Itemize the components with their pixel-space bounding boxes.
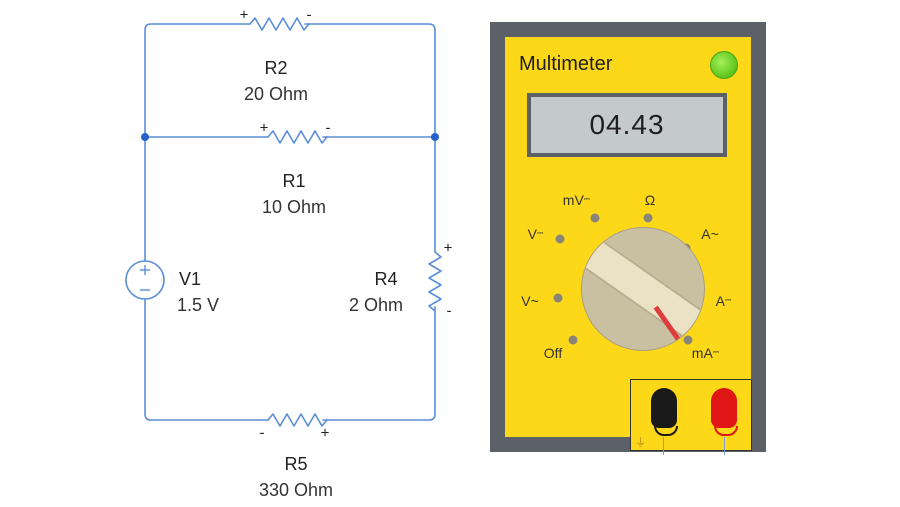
mode-label-mv[interactable]: mV⎓ [562,192,590,208]
r1-value[interactable]: 10 Ohm [261,197,327,217]
r4-plus-sign: + [443,239,453,257]
r4-minus-sign: - [446,302,452,320]
mode-label-ohm[interactable]: Ω [644,192,656,208]
v1-value[interactable]: 1.5 V [176,295,220,315]
mode-label-vdc[interactable]: V⎓ [527,226,544,242]
wire-top-right [304,23,436,138]
wire-left-lower [144,298,269,421]
multimeter-display: 04.43 [527,93,727,157]
wire-right-lower [322,306,436,421]
mode-label-off[interactable]: Off [543,345,563,361]
detent-mv [590,213,600,223]
junction-right [431,133,439,141]
r2-value[interactable]: 20 Ohm [243,84,309,104]
detent-off [568,335,578,345]
wire-top-left [144,23,251,138]
r5-name[interactable]: R5 [284,454,308,474]
red-probe-lead [724,437,725,455]
voltage-source-v1-icon [125,260,165,300]
r1-name[interactable]: R1 [282,171,306,191]
mode-label-vac[interactable]: V~ [521,293,539,309]
selector-dial[interactable] [581,227,705,351]
r1-plus-sign: + [259,119,269,137]
multimeter-title: Multimeter [519,53,613,75]
probe-jack-panel: ⏚ [630,379,752,451]
resistor-r2 [249,17,310,31]
mode-label-madc[interactable]: mA⎓ [691,345,719,361]
r2-plus-sign: + [239,6,249,24]
r5-value[interactable]: 330 Ohm [258,480,334,500]
display-reading: 04.43 [531,97,723,153]
detent-ohm [643,213,653,223]
detent-vdc [555,234,565,244]
mode-label-aac[interactable]: A~ [701,226,719,242]
power-led-icon[interactable] [710,51,738,79]
junction-left [141,133,149,141]
r4-value[interactable]: 2 Ohm [348,295,404,315]
detent-vac [553,293,563,303]
r2-minus-sign: - [306,6,312,24]
r5-plus-sign: + [320,424,330,442]
multimeter: Multimeter 04.43 mV⎓ Ω V⎓ A~ V~ A⎓ Off m… [490,22,766,452]
multimeter-face: Multimeter 04.43 mV⎓ Ω V⎓ A~ V~ A⎓ Off m… [505,37,752,451]
ground-icon: ⏚ [635,437,646,449]
black-probe-lead [663,437,664,455]
resistor-r1 [267,130,328,144]
resistor-r5 [267,413,328,427]
resistor-r4 [428,251,442,312]
dial-knob-bar [582,232,704,346]
r4-name[interactable]: R4 [374,269,398,289]
r5-minus-sign: - [259,424,265,442]
mode-label-adc[interactable]: A⎓ [715,293,732,309]
r2-name[interactable]: R2 [264,58,288,78]
v1-name[interactable]: V1 [178,269,202,289]
com-jack-black-probe[interactable] [651,388,678,436]
r1-minus-sign: - [325,119,331,137]
positive-jack-red-probe[interactable] [711,388,738,436]
